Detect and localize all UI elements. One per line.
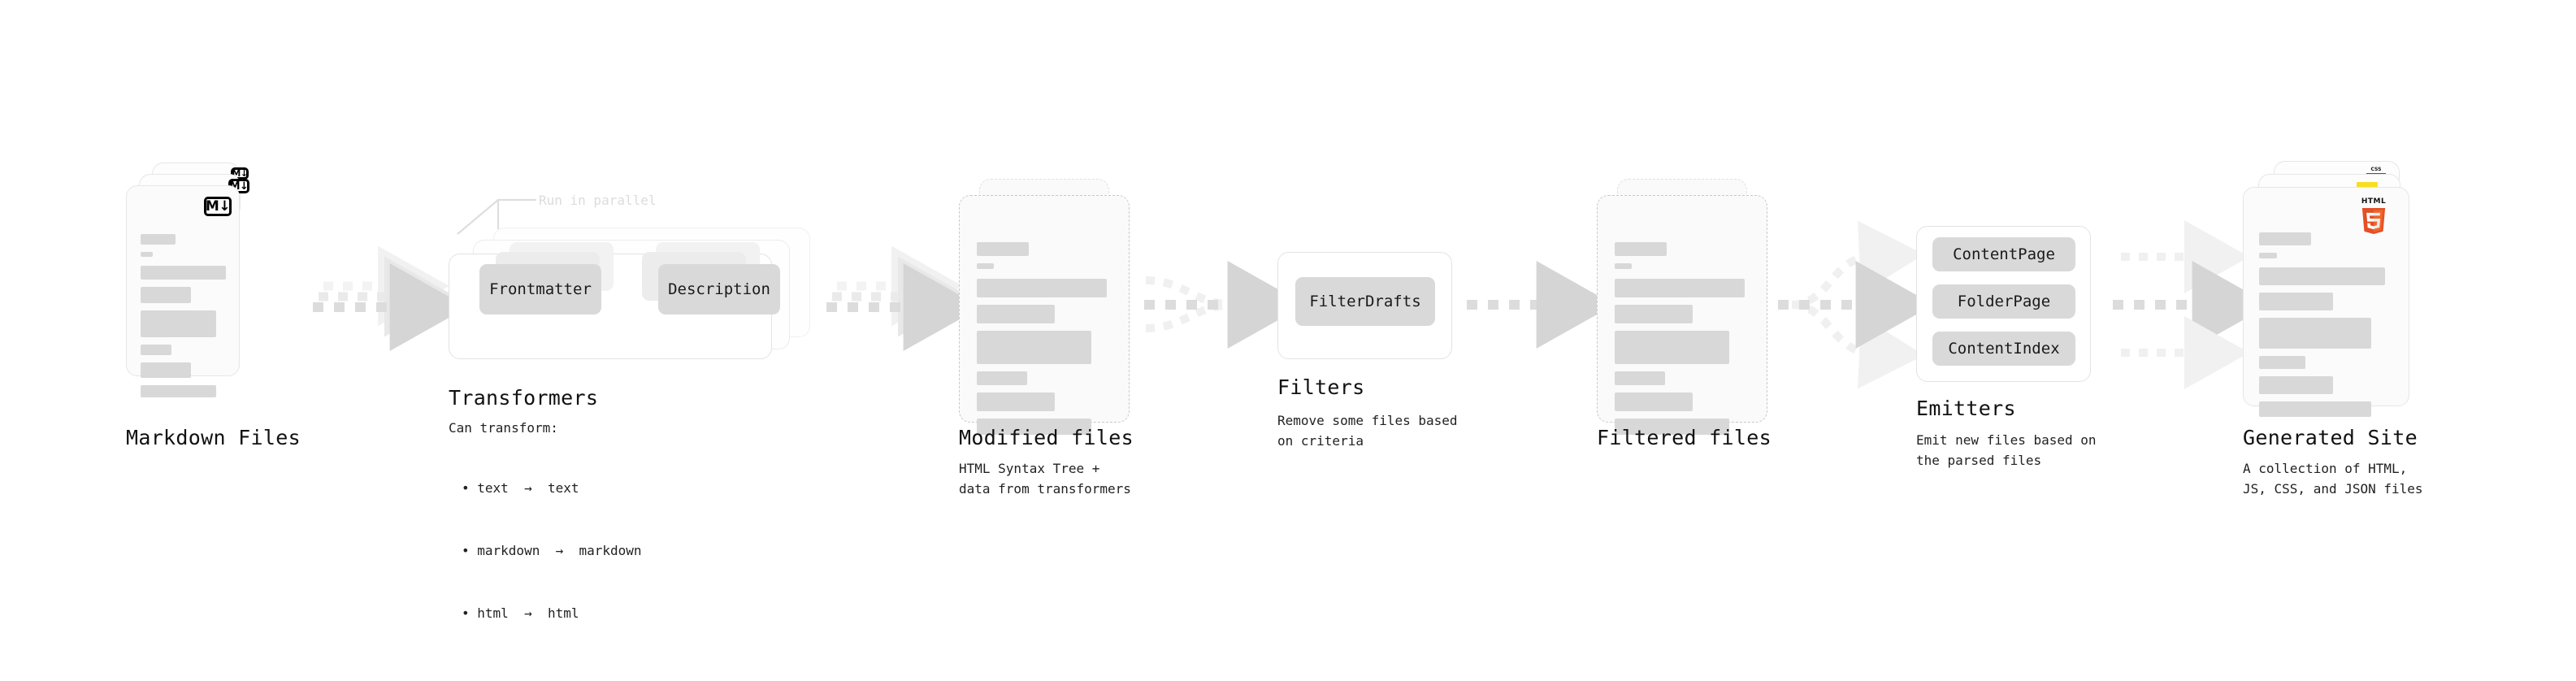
arrow-emitters-to-site — [2113, 220, 2270, 389]
html5-badge-word: HTML — [2361, 197, 2387, 206]
bar — [977, 263, 994, 269]
emitter-pill-contentpage[interactable]: ContentPage — [1932, 237, 2075, 271]
bar — [2259, 318, 2371, 349]
bar — [977, 419, 1091, 435]
stage-title-emitters: Emitters — [1916, 397, 2016, 420]
stage-title-generated-site: Generated Site — [2243, 426, 2418, 449]
arrow-transformers-to-modified — [826, 245, 982, 351]
transformer-pill-description[interactable]: Description — [658, 264, 780, 314]
bar — [1615, 279, 1745, 297]
bar — [141, 287, 191, 303]
html5-badge: HTML — [2360, 198, 2387, 239]
emitter-pill-contentindex[interactable]: ContentIndex — [1932, 332, 2075, 366]
bar — [1615, 242, 1667, 256]
bar — [141, 234, 176, 245]
transformer-pill-description-label: Description — [668, 280, 770, 298]
arrow-modified-to-filters — [1144, 261, 1306, 349]
bar — [141, 266, 226, 280]
bar — [141, 362, 191, 378]
markdown-card-bars — [141, 234, 226, 405]
bar — [2259, 253, 2277, 258]
transformers-bullet-1: • markdown → markdown — [462, 542, 642, 558]
bar — [1615, 393, 1693, 411]
bar — [1615, 419, 1729, 435]
transformers-bullet-2: • html → html — [462, 605, 579, 621]
bar — [977, 305, 1055, 323]
bar — [1615, 305, 1693, 323]
bar — [141, 252, 153, 257]
parallel-leader-line — [457, 198, 536, 235]
bar — [2259, 376, 2334, 394]
bar — [2259, 232, 2311, 245]
emitter-pill-contentpage-label: ContentPage — [1953, 245, 2055, 263]
bar — [141, 385, 217, 397]
filter-pill-filterdrafts-label: FilterDrafts — [1309, 293, 1421, 310]
stage-title-filters: Filters — [1277, 375, 1365, 399]
emitter-pill-folderpage-label: FolderPage — [1957, 293, 2051, 310]
filtered-card-bars — [1615, 242, 1745, 442]
generated-site-subtitle: A collection of HTML, JS, CSS, and JSON … — [2243, 461, 2423, 497]
arrow-filtered-to-emitters — [1778, 220, 1934, 389]
site-card-bars — [2259, 232, 2385, 424]
bar — [2259, 267, 2385, 285]
emitters-subtitle: Emit new files based on the parsed files — [1916, 432, 2097, 468]
stage-title-markdown-files: Markdown Files — [126, 426, 301, 449]
bar — [977, 331, 1091, 364]
stage-title-modified-files: Modified files — [959, 426, 1134, 449]
html5-shield-icon — [2361, 208, 2386, 234]
bar — [1615, 371, 1666, 385]
bar — [2259, 356, 2306, 369]
markdown-badge-text-back: M↓ — [232, 168, 248, 179]
bar — [1615, 331, 1729, 364]
markdown-badge-front: M↓ — [204, 197, 232, 216]
bar — [141, 345, 171, 355]
markdown-badge-text-front: M↓ — [205, 197, 231, 215]
emitter-pill-contentindex-label: ContentIndex — [1948, 340, 2060, 358]
bar — [977, 242, 1029, 256]
transformers-bullets: • text → text • markdown → markdown • ht… — [462, 436, 642, 666]
filter-pill-filterdrafts[interactable]: FilterDrafts — [1295, 277, 1435, 326]
modified-files-subtitle: HTML Syntax Tree + data from transformer… — [959, 461, 1131, 497]
transformers-bullet-0: • text → text — [462, 480, 579, 497]
stage-title-transformers: Transformers — [449, 386, 599, 410]
bar — [2259, 401, 2371, 417]
css-badge-text: CSS — [2370, 167, 2382, 172]
transformers-subtitle: Can transform: — [449, 420, 558, 436]
modified-card-bars — [977, 242, 1107, 442]
bar — [977, 371, 1028, 385]
bar — [2259, 293, 2334, 310]
bar — [977, 279, 1107, 297]
bar — [977, 393, 1055, 411]
transformer-pill-frontmatter-label: Frontmatter — [489, 280, 592, 298]
transformer-pill-frontmatter[interactable]: Frontmatter — [479, 264, 601, 314]
run-in-parallel-label: Run in parallel — [539, 193, 657, 208]
bar — [1615, 263, 1632, 269]
bar — [141, 310, 217, 337]
markdown-card-front — [126, 185, 240, 376]
stage-title-filtered-files: Filtered files — [1597, 426, 1772, 449]
emitter-pill-folderpage[interactable]: FolderPage — [1932, 284, 2075, 319]
filters-subtitle: Remove some files based on criteria — [1277, 413, 1458, 449]
arrow-markdown-to-transformers — [313, 245, 468, 351]
